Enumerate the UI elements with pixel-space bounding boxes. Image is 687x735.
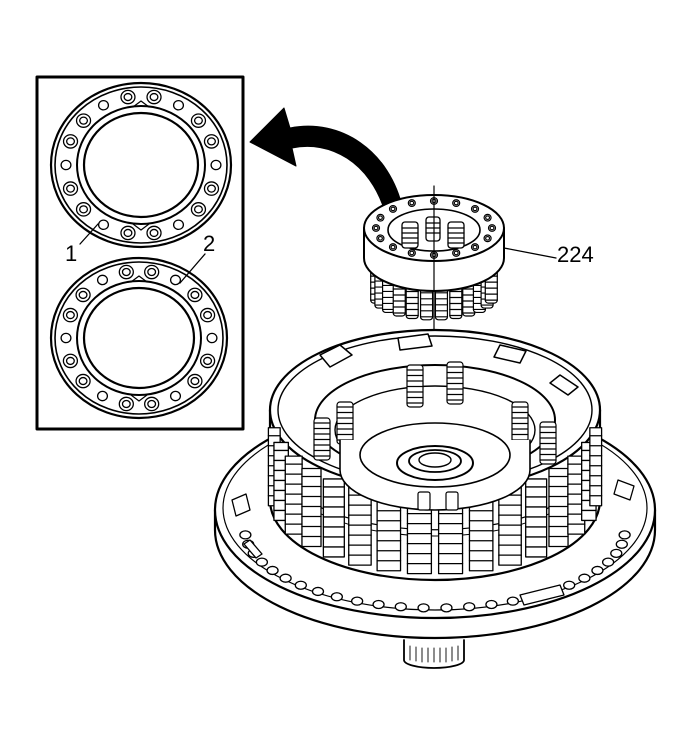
callout-label-1: 1 (65, 241, 78, 266)
leader-line-1 (79, 223, 99, 245)
callout-label-224: 224 (557, 242, 594, 267)
leader-line-2 (179, 253, 206, 284)
spring-plate-top (49, 81, 233, 249)
curved-arrow (249, 107, 404, 213)
leader-line-224 (503, 247, 557, 259)
callout-label-2: 2 (203, 231, 216, 256)
clutch-housing (213, 328, 657, 669)
spring-plate-bottom (49, 256, 229, 420)
